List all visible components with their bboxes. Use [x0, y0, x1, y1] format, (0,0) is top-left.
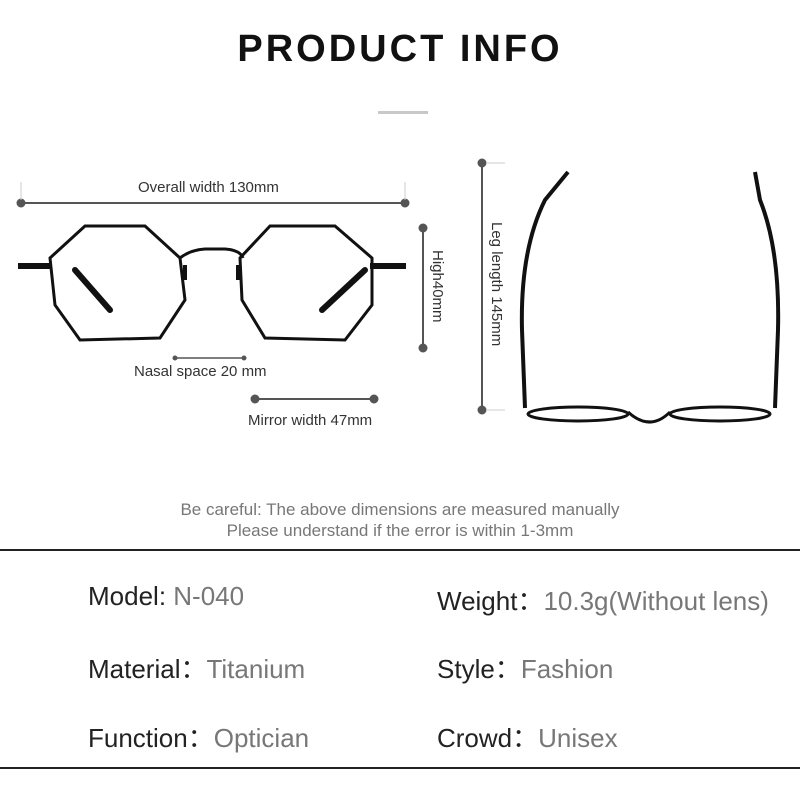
title-divider	[378, 111, 428, 114]
spec-crowd: Crowd：Unisex	[437, 718, 618, 755]
spec-value: Optician	[213, 723, 310, 753]
spec-function: Function：Optician	[88, 718, 309, 755]
spec-label: Crowd：	[437, 723, 539, 753]
height-line	[418, 223, 428, 353]
spec-label: Material：	[88, 654, 207, 684]
mirror-width-line	[250, 394, 379, 404]
spec-value: Titanium	[206, 654, 306, 684]
nasal-space-line	[172, 355, 247, 361]
spec-value: 10.3g(Without lens)	[543, 586, 769, 616]
glasses-top-view	[519, 170, 781, 424]
measurement-note-2: Please understand if the error is within…	[226, 521, 574, 540]
page-title: PRODUCT INFO	[237, 28, 563, 70]
spec-style: Style：Fashion	[437, 649, 613, 686]
overall-width-line	[16, 182, 410, 208]
nasal-space-label: Nasal space 20 mm	[134, 363, 267, 380]
spec-value: Unisex	[538, 723, 618, 753]
spec-value: N-040	[173, 581, 245, 611]
divider-top	[0, 549, 800, 551]
spec-label: Style：	[437, 654, 521, 684]
spec-value: Fashion	[520, 654, 614, 684]
spec-label: Function：	[88, 723, 214, 753]
spec-weight: Weight：10.3g(Without lens)	[437, 581, 769, 618]
spec-model: Model: N-040	[88, 581, 244, 612]
spec-material: Material：Titanium	[88, 649, 305, 686]
glasses-front-view	[18, 224, 406, 342]
overall-width-label: Overall width 130mm	[138, 179, 279, 196]
spec-label: Model:	[88, 581, 174, 611]
measurement-note-1: Be careful: The above dimensions are mea…	[180, 500, 620, 519]
mirror-width-label: Mirror width 47mm	[248, 412, 373, 429]
spec-label: Weight：	[437, 586, 544, 616]
glasses-dimension-diagram	[16, 158, 781, 424]
leg-length-line	[477, 158, 505, 415]
height-label: High40mm	[429, 250, 446, 323]
leg-length-label: Leg length 145mm	[488, 222, 505, 347]
divider-bottom	[0, 767, 800, 769]
